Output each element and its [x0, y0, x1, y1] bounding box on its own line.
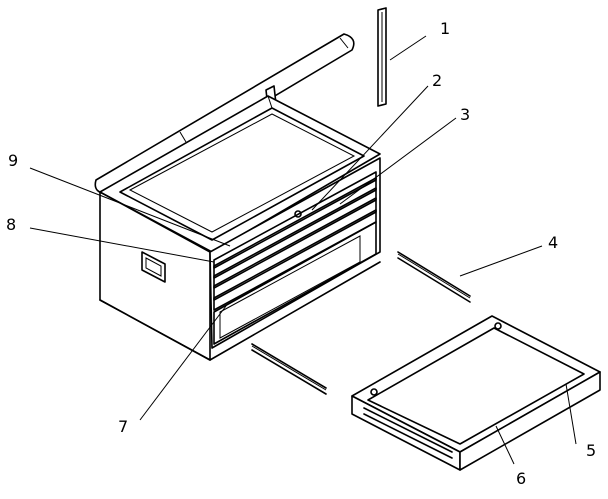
callout-4: 4: [548, 233, 558, 252]
drawer-slide-left: [251, 343, 327, 395]
leader-lines: [29, 35, 577, 465]
callout-6: 6: [516, 469, 526, 488]
callout-3: 3: [460, 105, 470, 124]
top-tray: [99, 95, 381, 253]
chest-front: [99, 157, 381, 361]
part-1-strip: [377, 7, 387, 107]
callout-5: 5: [586, 441, 596, 460]
callout-2: 2: [432, 71, 442, 90]
callout-labels: 1 2 3 4 5 6 7 8 9: [6, 19, 596, 488]
callout-9: 9: [8, 151, 18, 170]
callout-7: 7: [118, 417, 128, 436]
part-4-drawer-slide: [397, 251, 471, 303]
callout-8: 8: [6, 215, 16, 234]
removed-drawer: [351, 315, 601, 471]
callout-1: 1: [440, 19, 450, 38]
